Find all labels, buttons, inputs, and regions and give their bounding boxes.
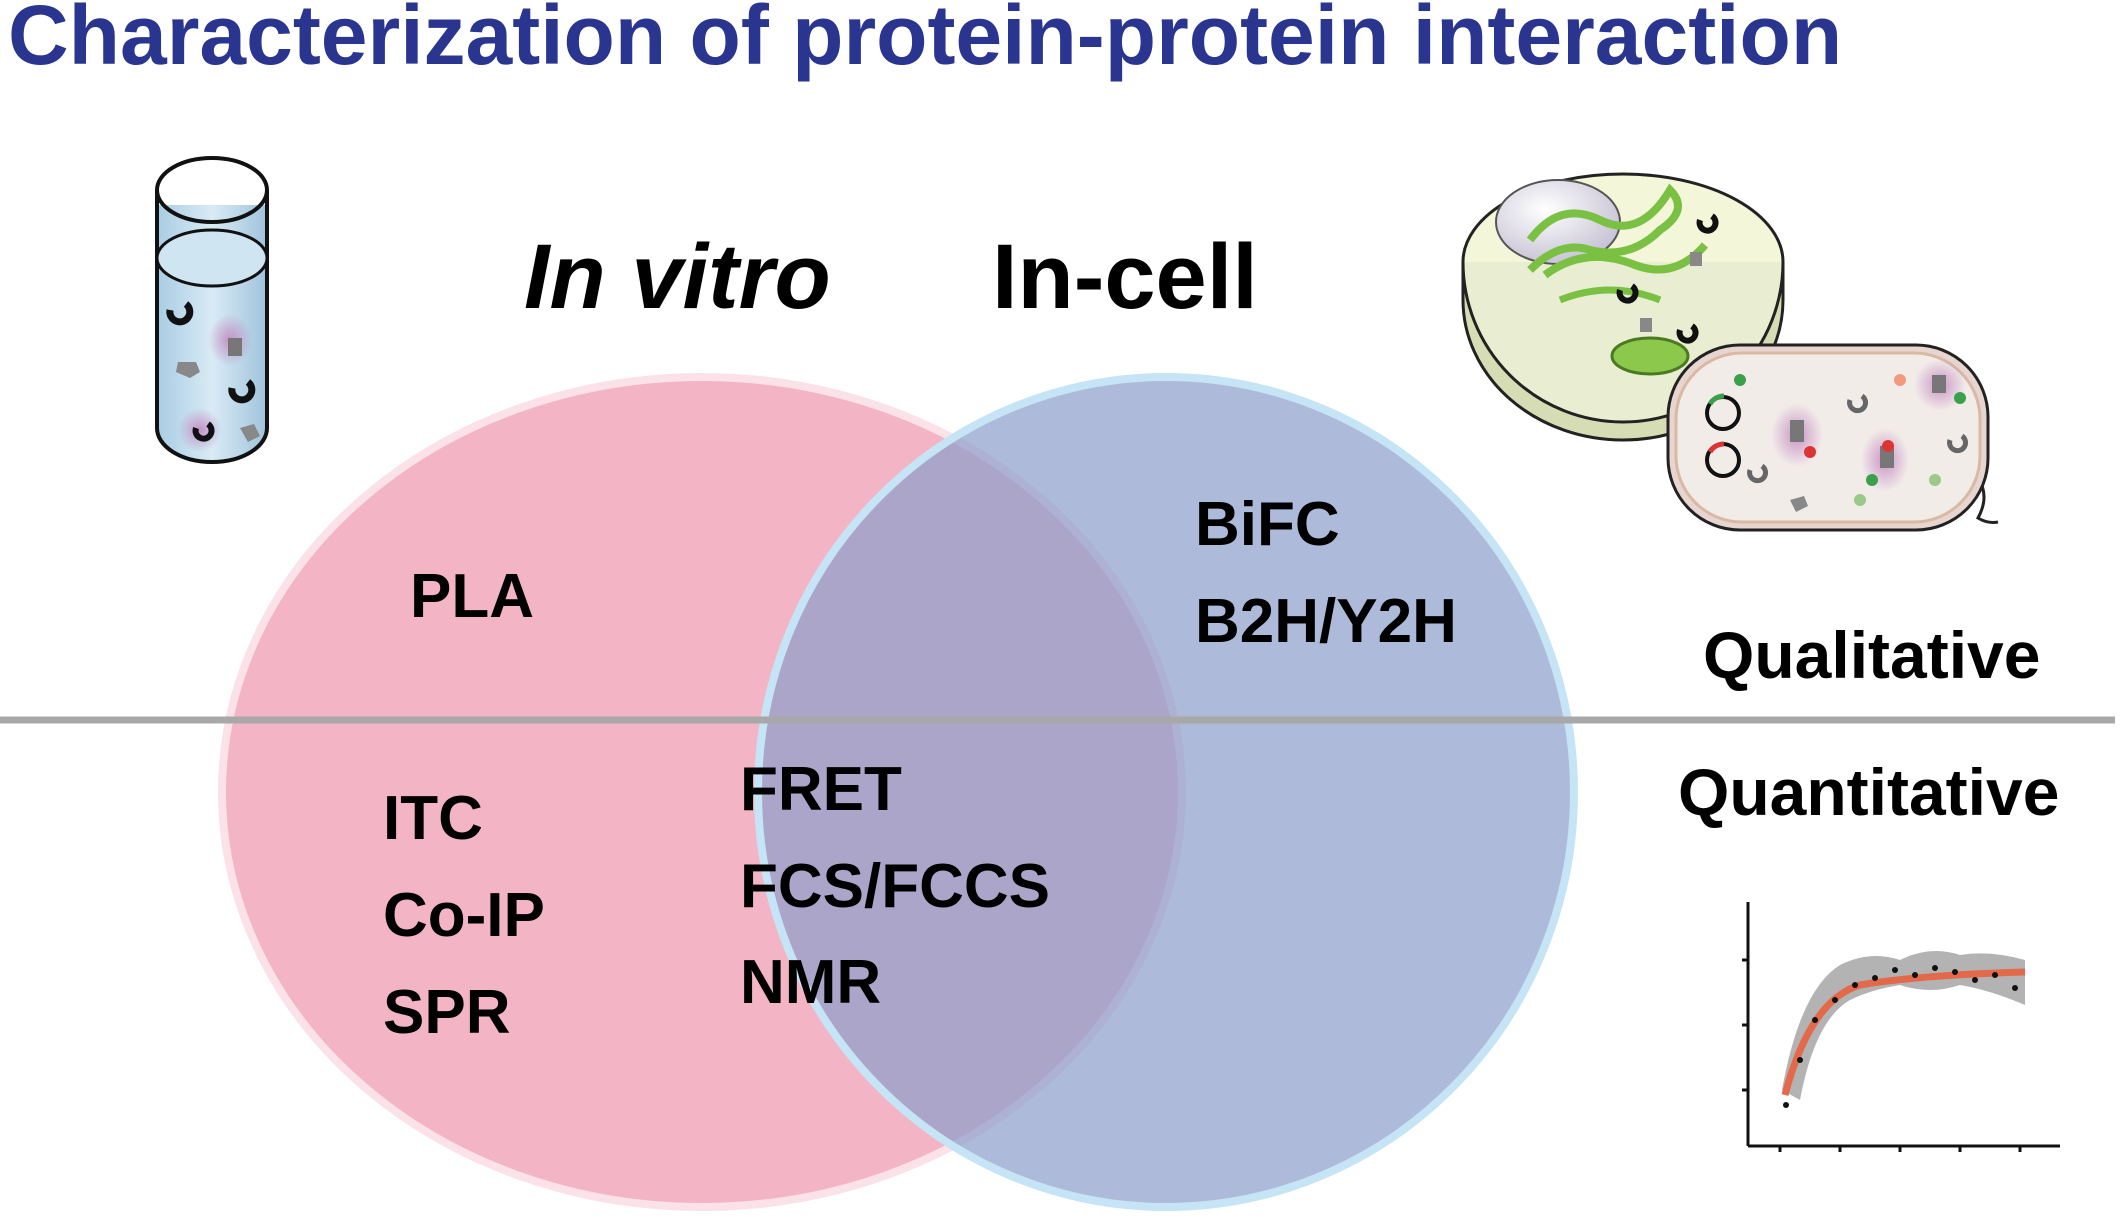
- method-b2h-y2h: B2H/Y2H: [1195, 587, 1457, 656]
- method-itc: ITC: [383, 784, 483, 853]
- in-cell-label: In-cell: [992, 226, 1258, 328]
- method-co-ip: Co-IP: [383, 881, 545, 950]
- method-fcs-fccs: FCS/FCCS: [740, 852, 1050, 921]
- bacteria-icon: [1666, 343, 1999, 532]
- method-bifc: BiFC: [1195, 490, 1340, 559]
- method-nmr: NMR: [740, 948, 881, 1017]
- method-fret: FRET: [740, 755, 902, 824]
- binding-curve-icon: [1742, 902, 2060, 1152]
- method-pla: PLA: [410, 562, 534, 631]
- method-spr: SPR: [383, 978, 510, 1047]
- test-tube-icon: [155, 156, 269, 464]
- in-vitro-label: In vitro: [524, 226, 831, 328]
- page-title: Characterization of protein-protein inte…: [8, 0, 1842, 82]
- in-cell-circle: [754, 373, 1578, 1211]
- quantitative-label: Quantitative: [1678, 755, 2059, 829]
- qualitative-label: Qualitative: [1703, 618, 2040, 692]
